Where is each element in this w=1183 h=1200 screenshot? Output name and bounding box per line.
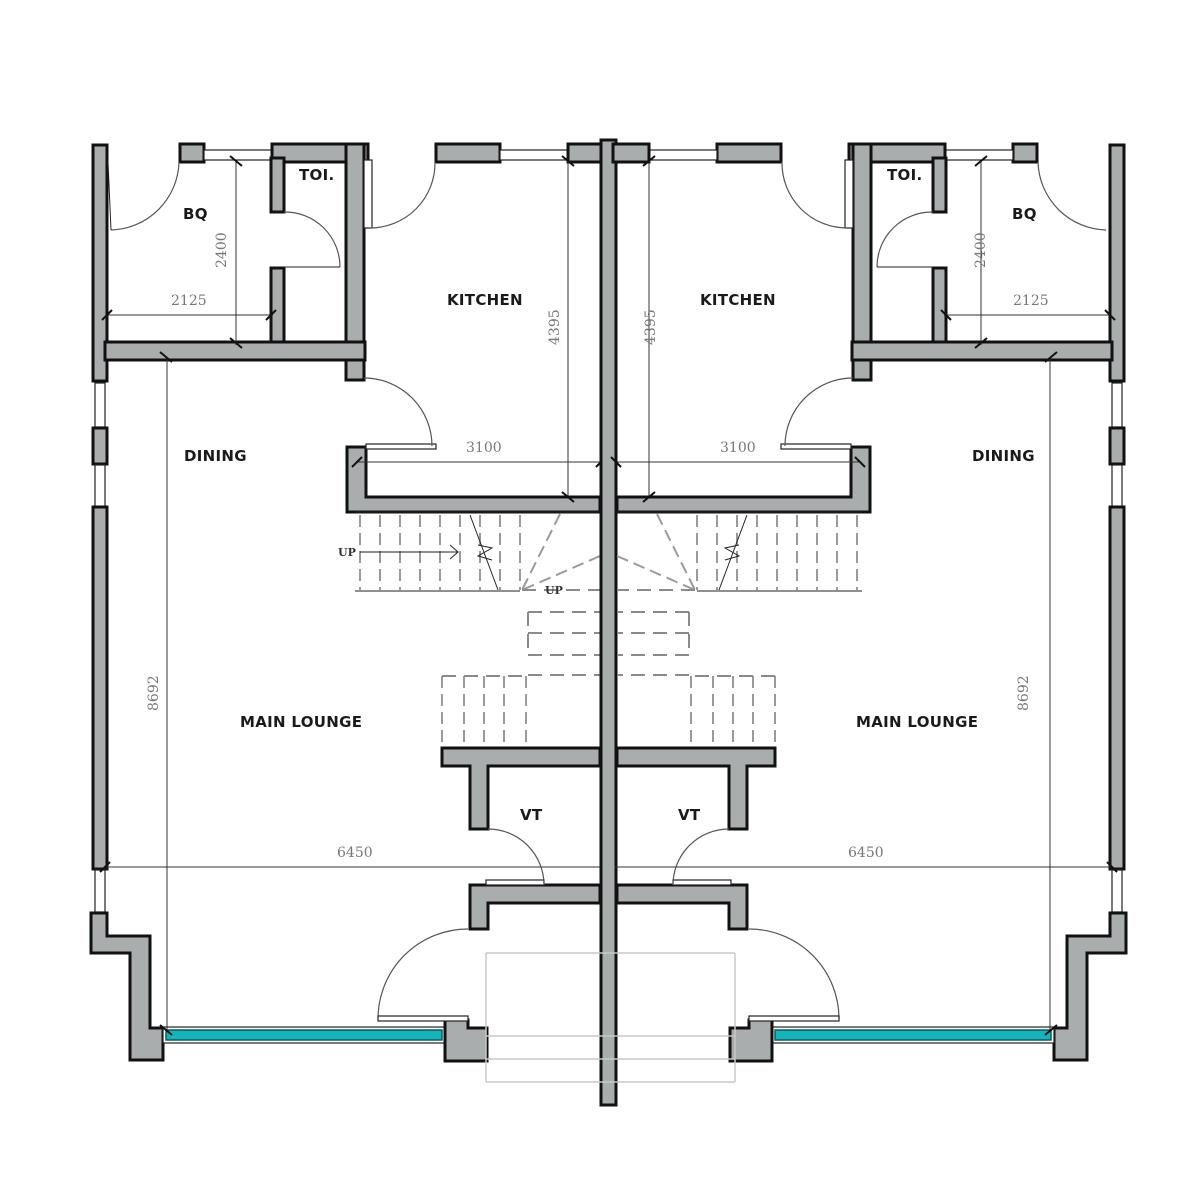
dimension-kitchen-height: 4395 — [547, 309, 563, 345]
entrance-steps — [485, 952, 736, 1083]
dimension-bq-height: 2400 — [214, 232, 230, 268]
window — [363, 159, 373, 229]
wall — [434, 142, 502, 164]
wall — [344, 142, 366, 382]
wall — [443, 1018, 489, 1063]
dimension-lounge-height: 8692 — [146, 675, 162, 711]
window — [499, 149, 569, 161]
room-label-dining: DINING — [972, 447, 1035, 465]
window — [203, 149, 273, 161]
room-label-toilet: TOI. — [299, 166, 334, 184]
wall — [91, 143, 109, 383]
room-label-kitchen: KITCHEN — [447, 291, 523, 309]
room-label-vt: VT — [678, 806, 701, 824]
wall — [566, 142, 606, 164]
wall — [103, 340, 367, 362]
door-swing — [377, 928, 469, 1020]
room-label-toilet: TOI. — [887, 166, 922, 184]
dimension-bq-height: 2400 — [973, 232, 989, 268]
left-unit: UP UP BQ TOI. KITCHEN DINING MAIN LOUNGE… — [89, 142, 607, 1063]
room-label-vt: VT — [520, 806, 543, 824]
window — [94, 382, 106, 428]
door-swing — [110, 161, 180, 231]
stair-up-label: UP — [545, 584, 563, 597]
room-label-bq: BQ — [1012, 205, 1037, 223]
wall — [468, 883, 602, 931]
dimension-kitchen-width: 3100 — [466, 440, 502, 456]
wall — [269, 156, 286, 214]
window — [94, 464, 106, 508]
room-label-kitchen: KITCHEN — [700, 291, 776, 309]
staircase: UP UP — [338, 511, 601, 748]
wall — [91, 505, 109, 871]
wall — [91, 426, 109, 466]
dimension-lounge-width: 6450 — [337, 845, 373, 861]
room-label-dining: DINING — [184, 447, 247, 465]
right-unit: BQ TOI. KITCHEN DINING MAIN LOUNGE VT 24… — [610, 142, 1128, 1063]
door-frame — [377, 1015, 469, 1022]
door-swing — [363, 377, 433, 447]
wall — [270, 142, 370, 164]
room-label-main-lounge: MAIN LOUNGE — [240, 713, 362, 731]
wall — [269, 266, 286, 344]
wall — [89, 911, 165, 1062]
door-swing — [283, 211, 341, 268]
room-label-bq: BQ — [183, 205, 208, 223]
door-frame — [365, 443, 437, 450]
window — [94, 869, 106, 913]
dimension-bq-width: 2125 — [171, 293, 207, 309]
dimension-kitchen-height: 4395 — [643, 309, 659, 345]
dimension-bq-width: 2125 — [1013, 293, 1049, 309]
dimension-lounge-width: 6450 — [848, 845, 884, 861]
dimension-lounge-height: 8692 — [1016, 675, 1032, 711]
door-swing — [487, 828, 545, 886]
stair-up-label: UP — [338, 546, 356, 559]
door-swing — [369, 161, 436, 229]
dimension-kitchen-width: 3100 — [720, 440, 756, 456]
party-wall — [599, 138, 618, 1107]
room-label-main-lounge: MAIN LOUNGE — [856, 713, 978, 731]
glazed-window — [165, 1029, 443, 1041]
door-frame — [485, 879, 545, 886]
wall — [178, 142, 206, 164]
wall — [345, 445, 602, 514]
